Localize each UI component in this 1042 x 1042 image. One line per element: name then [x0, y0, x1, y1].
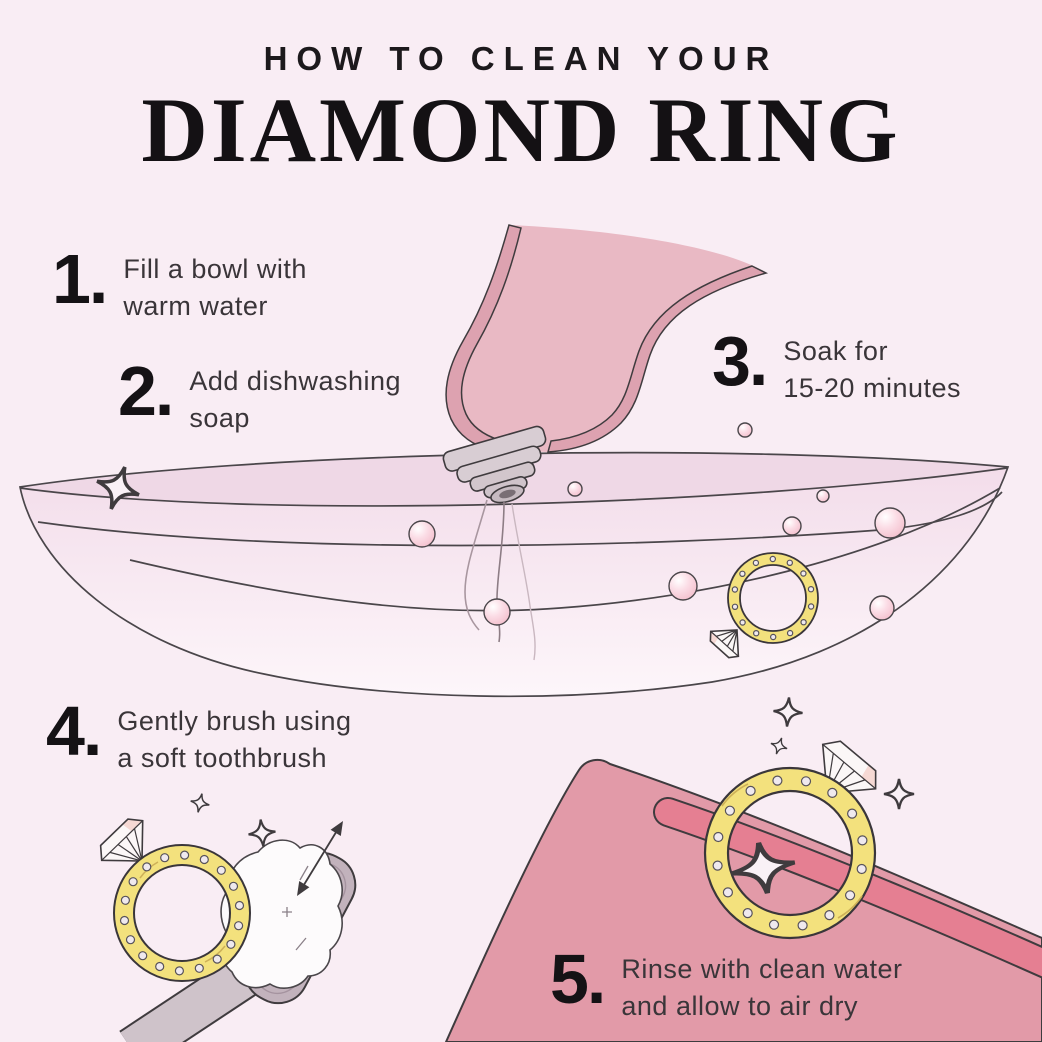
step-1-number: 1.	[52, 240, 108, 318]
diamond-ring-icon	[705, 552, 819, 663]
water-waves	[37, 487, 1003, 612]
step-2-number: 2.	[118, 352, 174, 430]
step-5-text: Rinse with clean water and allow to air …	[621, 950, 902, 1025]
step-4: 4. Gently brush using a soft toothbrush	[46, 692, 352, 777]
step-1-line-2: warm water	[123, 291, 268, 321]
step-1: 1. Fill a bowl with warm water	[52, 240, 307, 325]
step-4-line-2: a soft toothbrush	[117, 743, 328, 773]
infographic-header: HOW TO CLEAN YOUR DIAMOND RING	[0, 40, 1042, 176]
step-2-line-1: Add dishwashing	[189, 366, 402, 396]
bottle-cap	[442, 425, 547, 504]
diamond-ring-icon	[93, 790, 278, 982]
diamond-ring-icon	[703, 695, 916, 940]
page-title: DIAMOND RING	[141, 79, 901, 181]
bubbles	[408, 422, 906, 626]
step-3-line-1: Soak for	[783, 336, 888, 366]
step-2-text: Add dishwashing soap	[189, 362, 401, 437]
dish-soap-bottle-icon	[442, 224, 769, 504]
step-1-line-1: Fill a bowl with	[123, 254, 307, 284]
ring-band-dots	[712, 775, 868, 931]
step-4-line-1: Gently brush using	[117, 706, 352, 736]
bubble-icon	[869, 595, 895, 621]
bubble-icon	[737, 422, 753, 438]
sparkle-icon	[771, 695, 805, 729]
step-4-text: Gently brush using a soft toothbrush	[117, 702, 351, 777]
sparkle-icon	[767, 734, 791, 758]
bubble-icon	[483, 598, 511, 626]
ring-band-dots	[731, 555, 815, 641]
bubble-icon	[567, 481, 583, 497]
step-3-number: 3.	[712, 322, 768, 400]
step-5-number: 5.	[550, 940, 606, 1018]
bubble-icon	[408, 520, 436, 548]
step-2: 2. Add dishwashing soap	[118, 352, 401, 437]
bubble-icon	[874, 507, 906, 539]
bubble-icon	[816, 489, 830, 503]
bubble-icon	[668, 571, 698, 601]
sparkle-icon	[882, 777, 916, 811]
foam	[220, 839, 343, 989]
ring-band-dots	[119, 850, 245, 976]
step-2-line-2: soap	[189, 403, 250, 433]
step-5-line-2: and allow to air dry	[621, 991, 859, 1021]
title-kicker: HOW TO CLEAN YOUR	[263, 40, 779, 77]
step-3-line-2: 15-20 minutes	[783, 373, 961, 403]
step-5: 5. Rinse with clean water and allow to a…	[550, 940, 903, 1025]
motion-arrow	[297, 821, 343, 896]
step-4-number: 4.	[46, 692, 102, 770]
toothbrush-icon	[119, 821, 357, 1042]
step-3: 3. Soak for 15-20 minutes	[712, 322, 961, 407]
sparkle-icon	[187, 790, 213, 816]
step-3-text: Soak for 15-20 minutes	[783, 332, 961, 407]
bubble-icon	[782, 516, 802, 536]
step-1-text: Fill a bowl with warm water	[123, 250, 307, 325]
step-5-line-1: Rinse with clean water	[621, 954, 903, 984]
